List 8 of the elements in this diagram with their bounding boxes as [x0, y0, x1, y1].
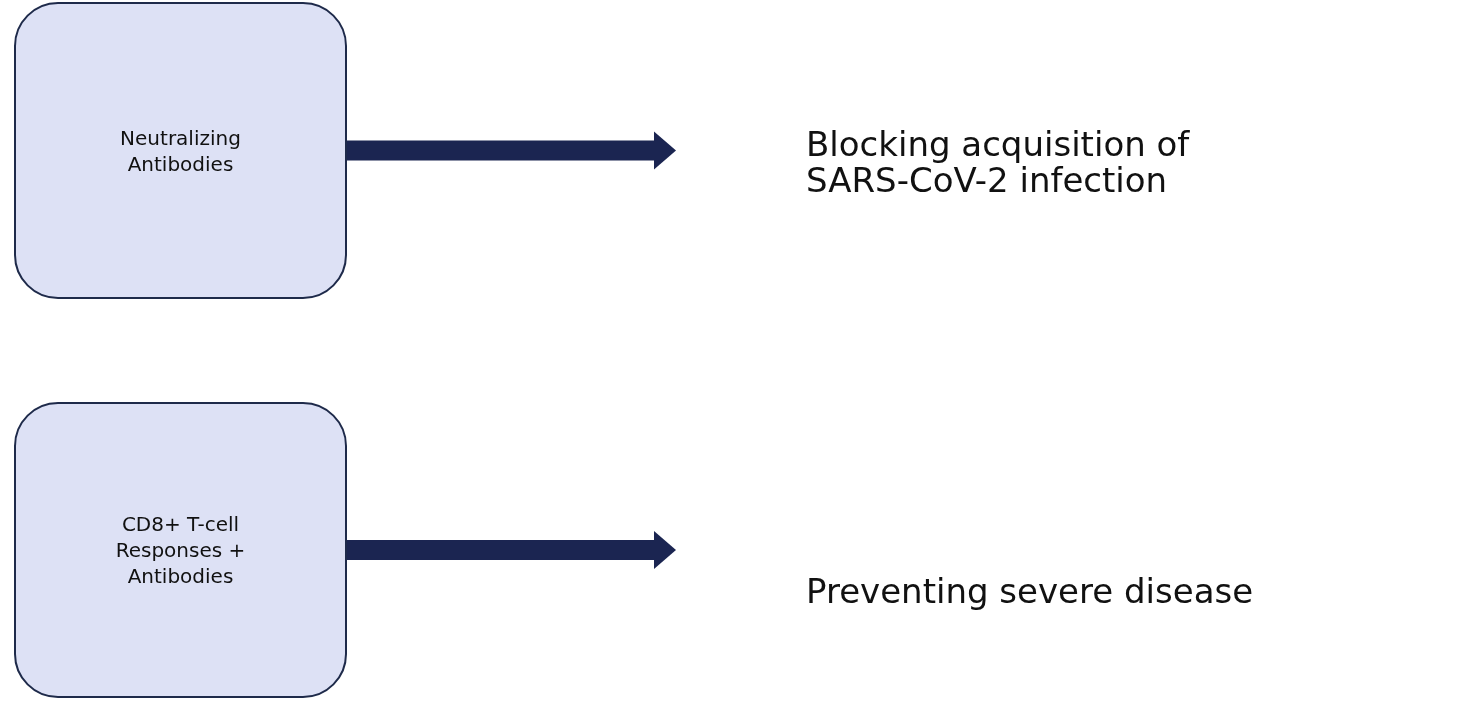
arrow — [347, 131, 676, 170]
rounded-box — [14, 2, 347, 299]
node-label: CD8+ T-cell Responses + Antibodies — [114, 511, 247, 589]
arrow — [347, 531, 676, 569]
node-label: Neutralizing Antibodies — [119, 124, 242, 177]
outcome-text: Preventing severe disease — [806, 574, 1254, 610]
outcome-text: Blocking acquisition of SARS-CoV-2 infection — [806, 127, 1191, 199]
rounded-box — [14, 402, 347, 698]
